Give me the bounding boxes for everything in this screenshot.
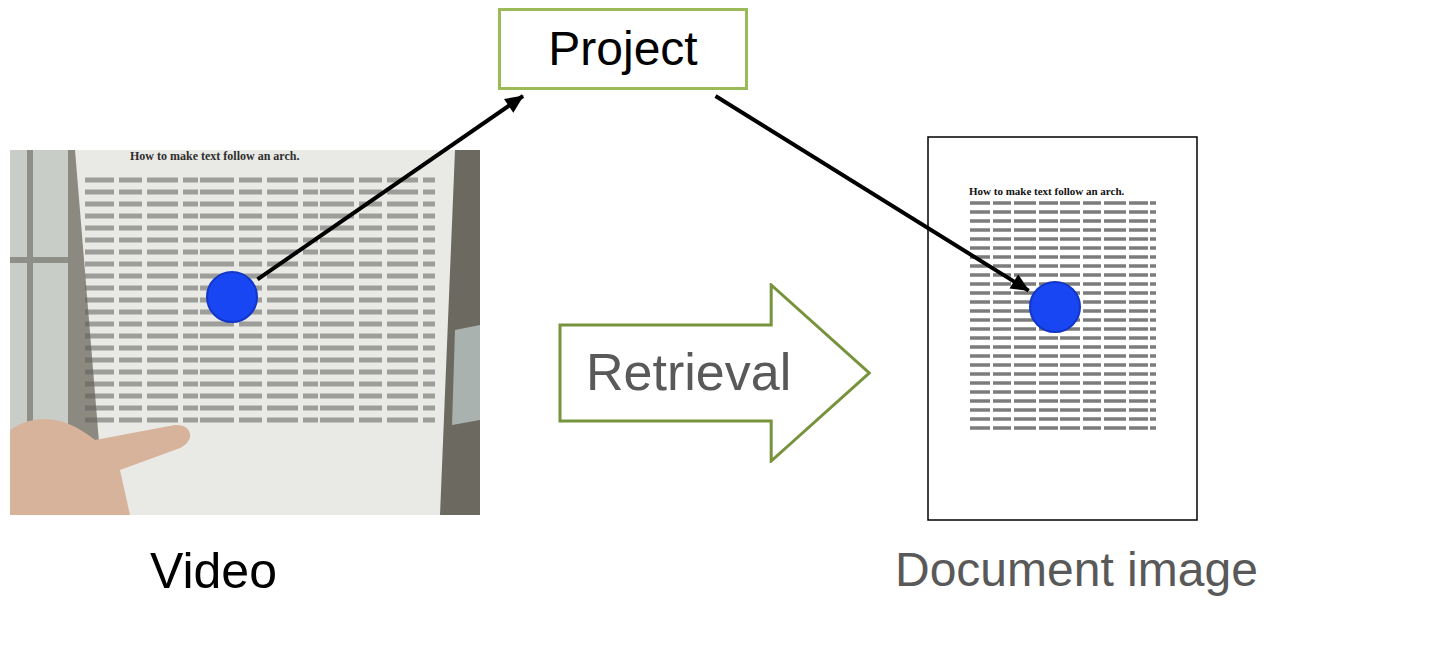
picture-area bbox=[10, 150, 480, 515]
box-label: Project bbox=[548, 21, 697, 76]
point-dot bbox=[207, 272, 257, 322]
screen bbox=[452, 325, 480, 425]
document-text bbox=[970, 200, 1156, 430]
document-panel: Document image bbox=[880, 137, 1250, 597]
caption: Document image bbox=[895, 542, 1250, 597]
process-box: Project bbox=[498, 8, 748, 90]
video-panel: Video bbox=[10, 150, 480, 601]
document-page bbox=[928, 137, 1197, 520]
video-frame bbox=[10, 150, 480, 515]
connector-arrow bbox=[258, 96, 523, 279]
point-dot bbox=[1030, 282, 1080, 332]
arrow-label: Retrieval bbox=[586, 343, 791, 403]
document-heading: How to make text follow an arch. bbox=[969, 185, 1124, 197]
paper-text bbox=[85, 176, 435, 426]
document-heading: How to make text follow an arch. bbox=[130, 149, 299, 163]
arrow-shape bbox=[560, 285, 869, 461]
hand bbox=[10, 419, 190, 515]
caption: Video bbox=[150, 543, 480, 601]
block-arrow: Retrieval bbox=[558, 283, 871, 463]
